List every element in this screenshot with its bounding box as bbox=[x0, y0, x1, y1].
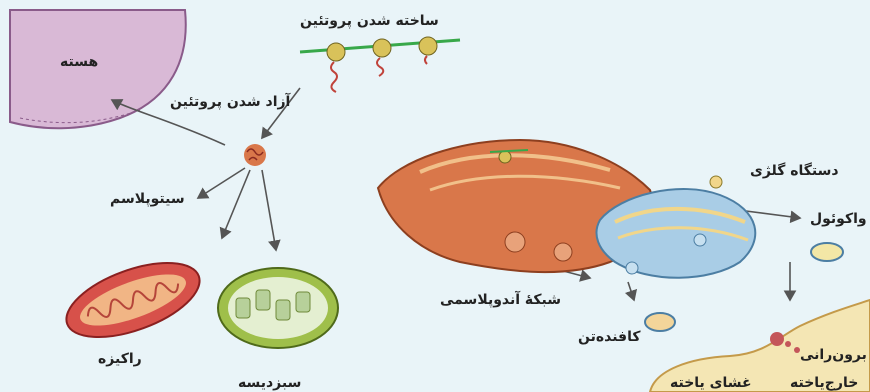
chloroplast-shape bbox=[218, 268, 338, 348]
label-membrane: غشای یاخته bbox=[670, 376, 752, 390]
label-mitochondrion: راکیزه bbox=[98, 352, 142, 366]
ribosome bbox=[419, 37, 437, 64]
mitochondrion-shape bbox=[57, 248, 209, 352]
ribosome bbox=[373, 39, 391, 76]
label-chloroplast: سبزدیسه bbox=[238, 376, 301, 390]
vacuole-shape bbox=[811, 243, 843, 261]
label-cytoplasm: سیتوپلاسم bbox=[110, 192, 185, 206]
label-vacuole: واکوئول bbox=[810, 212, 867, 226]
lysosome-shape bbox=[645, 313, 675, 331]
ribosome bbox=[327, 43, 345, 92]
protein-blob bbox=[244, 144, 266, 166]
label-protein-synthesis: ساخته شدن پروتئین bbox=[300, 14, 439, 28]
label-exocytosis: برون‌رانی bbox=[800, 348, 867, 362]
label-golgi: دستگاه گلژی bbox=[750, 164, 839, 178]
label-lysosome: کافنده‌تن bbox=[578, 330, 641, 344]
label-protein-release: آزاد شدن پروتئین bbox=[170, 95, 290, 109]
label-extracellular: خارج‌یاخته bbox=[790, 376, 858, 390]
label-er: شبکهٔ آندوپلاسمی bbox=[440, 293, 561, 307]
label-nucleus: هسته bbox=[60, 55, 98, 69]
